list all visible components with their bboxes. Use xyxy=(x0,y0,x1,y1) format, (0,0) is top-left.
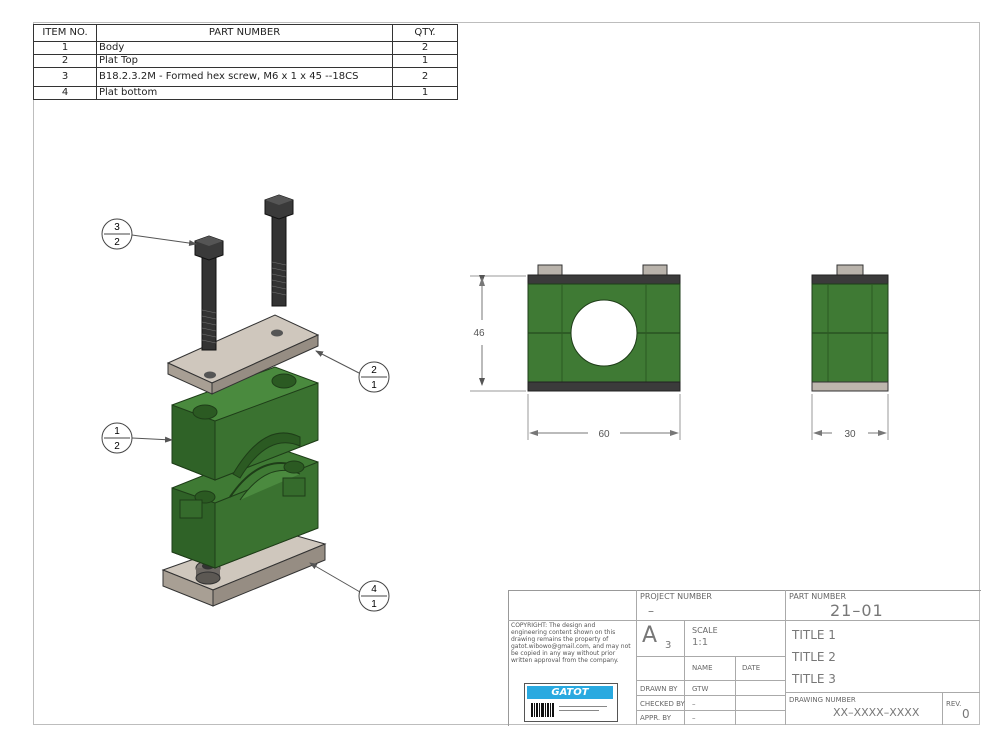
balloon-2-item: 2 xyxy=(371,365,377,376)
bottom-plate xyxy=(161,527,327,607)
part-number-value: 21–01 xyxy=(830,601,884,620)
balloon-3-qty: 2 xyxy=(114,237,120,248)
name-label: NAME xyxy=(692,664,713,672)
bom-row: 2 Plat Top 1 xyxy=(33,54,458,68)
hex-screw-left xyxy=(194,235,224,351)
top-plate xyxy=(166,314,320,395)
balloon-4-qty: 1 xyxy=(371,599,377,610)
bill-of-materials-table: ITEM NO. PART NUMBER QTY. 1 Body 2 2 Pla… xyxy=(33,24,458,100)
drawn-by-value: GTW xyxy=(692,685,709,693)
balloon-3-item: 3 xyxy=(114,222,120,233)
title-3: TITLE 3 xyxy=(792,672,836,686)
sheet-size-value: A xyxy=(642,623,658,648)
balloon-2: 2 1 xyxy=(315,350,390,393)
balloon-4: 4 1 xyxy=(309,562,390,612)
barcode-icon xyxy=(531,703,607,717)
balloon-3: 3 2 xyxy=(101,218,197,250)
scale-label: SCALE xyxy=(692,626,718,635)
bom-row: 1 Body 2 xyxy=(33,41,458,55)
title-1: TITLE 1 xyxy=(792,628,836,642)
project-number-label: PROJECT NUMBER xyxy=(640,592,712,601)
logo-name: GATOT WIBOWO xyxy=(527,686,613,711)
balloon-2-qty: 1 xyxy=(371,380,377,391)
bom-qty: 1 xyxy=(392,86,458,100)
dim-height: 46 xyxy=(473,328,485,339)
bom-part: Plat bottom xyxy=(96,86,393,100)
checked-by-label: CHECKED BY xyxy=(640,700,685,708)
sheet-size-sub: 3 xyxy=(665,640,672,651)
balloon-4-item: 4 xyxy=(371,584,377,595)
drawing-number-label: DRAWING NUMBER xyxy=(789,696,856,704)
isometric-exploded-view xyxy=(161,194,327,607)
company-logo: GATOT WIBOWO xyxy=(524,683,618,722)
title-block xyxy=(508,590,981,726)
date-label: DATE xyxy=(742,664,761,672)
rev-label: REV. xyxy=(946,700,962,708)
appr-by-value: – xyxy=(692,714,696,722)
title-2: TITLE 2 xyxy=(792,650,836,664)
balloon-1: 1 2 xyxy=(101,422,173,454)
balloon-1-qty: 2 xyxy=(114,441,120,452)
dim-depth: 30 xyxy=(844,429,856,440)
hex-screw-right xyxy=(264,194,294,307)
part-number-label: PART NUMBER xyxy=(789,592,847,601)
front-view xyxy=(527,264,681,392)
front-view-dimensions: 46 60 xyxy=(470,275,681,440)
project-number-value: – xyxy=(648,604,654,618)
drawn-by-label: DRAWN BY xyxy=(640,685,678,693)
balloon-callouts: 3 2 2 1 1 2 4 1 xyxy=(101,218,390,612)
bom-row: 4 Plat bottom 1 xyxy=(33,86,458,100)
side-view xyxy=(811,264,889,392)
scale-value: 1:1 xyxy=(692,637,709,648)
balloon-1-item: 1 xyxy=(114,426,120,437)
appr-by-label: APPR. BY xyxy=(640,714,671,722)
upper-body xyxy=(171,366,319,481)
dim-width: 60 xyxy=(598,429,610,440)
copyright-notice: COPYRIGHT: The design and engineering co… xyxy=(511,622,631,664)
checked-by-value: – xyxy=(692,700,696,708)
side-view-dimensions: 30 xyxy=(811,394,889,440)
rev-value: 0 xyxy=(962,707,970,721)
drawing-sheet-border xyxy=(33,22,980,725)
drawing-number-value: XX–XXXX–XXXX xyxy=(833,706,920,719)
